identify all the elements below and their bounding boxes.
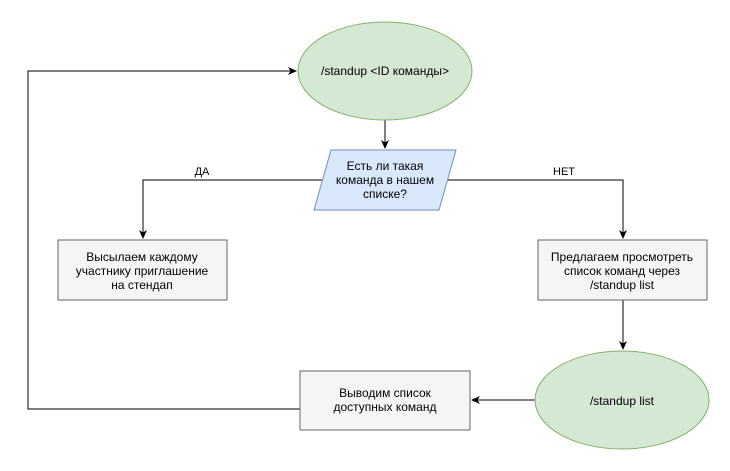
suggest-label-line-3: /standup list [590, 278, 655, 292]
invite-label-line-2: участнику приглашение [76, 264, 209, 278]
decision-label-line-1: Есть ли такая [347, 159, 424, 173]
show-list-label-line-2: доступных команд [333, 400, 436, 414]
decision-label-line-2: команда в нашем [336, 173, 434, 187]
node-decision: Есть ли такая команда в нашем списке? [313, 149, 457, 211]
node-show-list: Выводим список доступных команд [299, 370, 471, 431]
suggest-label-line-2: список команд через [564, 264, 681, 278]
edge-decision-yes-to-invite [139, 179, 322, 239]
node-invite: Высылаем каждому участнику приглашение н… [57, 239, 228, 301]
list-cmd-label-line-1: /standup list [590, 394, 655, 408]
suggest-label-line-1: Предлагаем просмотреть [551, 250, 693, 264]
edge-label-no: НЕТ [553, 166, 575, 178]
decision-parallelogram [313, 149, 457, 211]
node-list-cmd: /standup list [534, 350, 710, 450]
edges [27, 67, 627, 410]
show-list-box [299, 370, 471, 431]
edge-label-yes: ДА [195, 166, 210, 178]
start-label-line-1: /standup <ID команды> [321, 64, 449, 78]
invite-label-line-3: на стендап [111, 278, 172, 292]
decision-label-line-3: списке? [363, 187, 407, 201]
node-suggest: Предлагаем просмотреть список команд чер… [537, 239, 708, 301]
node-start: /standup <ID команды> [297, 21, 473, 121]
invite-label-line-1: Высылаем каждому [86, 250, 197, 264]
edge-decision-no-to-suggest [448, 179, 627, 239]
invite-box [57, 239, 228, 301]
suggest-box [537, 239, 708, 301]
list-cmd-ellipse [534, 350, 710, 450]
show-list-label-line-1: Выводим список [339, 386, 432, 400]
edge-show-list-loop-to-start [27, 67, 300, 410]
start-ellipse [297, 21, 473, 121]
